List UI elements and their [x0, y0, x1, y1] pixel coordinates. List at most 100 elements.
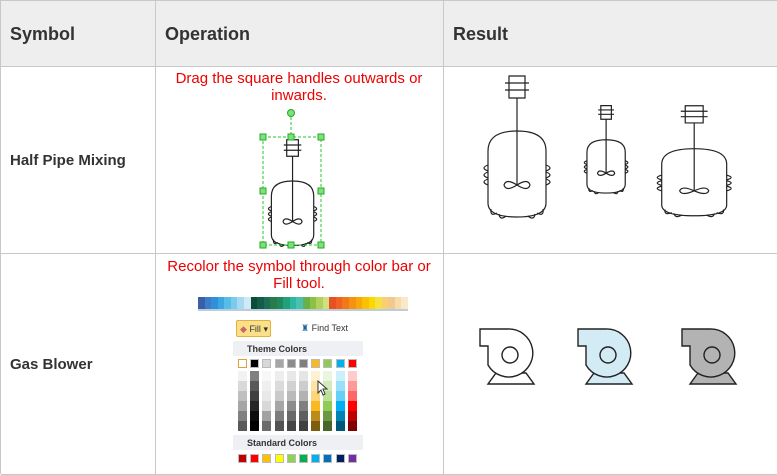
shade-swatch[interactable] [299, 421, 308, 431]
shade-swatch[interactable] [274, 391, 284, 401]
standard-color-swatch[interactable] [323, 454, 333, 463]
shade-swatch[interactable] [286, 411, 296, 421]
color-bar-swatch[interactable] [263, 297, 271, 309]
color-bar-swatch[interactable] [283, 297, 290, 309]
shade-swatch[interactable] [299, 381, 308, 391]
color-bar-swatch[interactable] [368, 297, 376, 309]
theme-color-swatch[interactable] [335, 359, 345, 368]
color-bar-swatch[interactable] [276, 297, 284, 309]
color-bar-swatch[interactable] [237, 297, 244, 309]
theme-color-swatch[interactable] [250, 359, 260, 368]
standard-color-swatch[interactable] [286, 454, 296, 463]
shade-swatch[interactable] [250, 381, 260, 391]
standard-color-swatch[interactable] [299, 454, 308, 463]
standard-color-swatch[interactable] [262, 454, 272, 463]
standard-color-swatch[interactable] [274, 454, 284, 463]
shade-swatch[interactable] [335, 401, 345, 411]
color-bar-swatch[interactable] [322, 297, 330, 309]
theme-color-swatch[interactable] [299, 359, 308, 368]
shade-swatch[interactable] [347, 421, 357, 431]
shade-swatch[interactable] [347, 411, 357, 421]
shade-swatch[interactable] [238, 391, 247, 401]
shade-swatch[interactable] [311, 421, 321, 431]
shade-swatch[interactable] [250, 421, 260, 431]
shade-swatch[interactable] [347, 371, 357, 381]
shade-swatch[interactable] [274, 421, 284, 431]
color-bar-swatch[interactable] [296, 297, 303, 309]
shade-swatch[interactable] [323, 391, 333, 401]
shade-swatch[interactable] [299, 401, 308, 411]
theme-color-swatch[interactable] [323, 359, 333, 368]
shade-swatch[interactable] [238, 381, 247, 391]
fill-button[interactable]: ◆ Fill ▾ [236, 320, 271, 337]
theme-color-swatch[interactable] [274, 359, 284, 368]
color-bar-swatch[interactable] [289, 297, 297, 309]
color-bar-swatch[interactable] [348, 297, 356, 309]
shade-swatch[interactable] [262, 371, 272, 381]
shade-swatch[interactable] [250, 371, 260, 381]
color-bar-swatch[interactable] [329, 297, 336, 309]
shade-swatch[interactable] [286, 371, 296, 381]
color-bar-swatch[interactable] [270, 297, 277, 309]
shade-swatch[interactable] [335, 371, 345, 381]
color-bar-swatch[interactable] [335, 297, 343, 309]
shade-swatch[interactable] [250, 401, 260, 411]
shade-swatch[interactable] [274, 371, 284, 381]
standard-color-swatch[interactable] [311, 454, 321, 463]
standard-color-swatch[interactable] [238, 454, 247, 463]
shade-swatch[interactable] [286, 381, 296, 391]
color-bar-swatch[interactable] [309, 297, 317, 309]
color-bar-swatch[interactable] [224, 297, 231, 309]
color-bar-swatch[interactable] [362, 297, 369, 309]
theme-color-swatch[interactable] [262, 359, 272, 368]
shade-swatch[interactable] [311, 401, 321, 411]
color-bar-swatch[interactable] [204, 297, 212, 309]
shade-swatch[interactable] [299, 391, 308, 401]
resize-handles[interactable] [259, 133, 325, 249]
color-bar-swatch[interactable] [394, 297, 402, 309]
shade-swatch[interactable] [311, 391, 321, 401]
selected-mixer-symbol[interactable] [255, 105, 335, 255]
color-bar-swatch[interactable] [401, 297, 408, 309]
shade-swatch[interactable] [250, 391, 260, 401]
color-bar[interactable] [198, 297, 408, 311]
shade-swatch[interactable] [238, 411, 247, 421]
shade-swatch[interactable] [262, 391, 272, 401]
shade-swatch[interactable] [311, 381, 321, 391]
shade-swatch[interactable] [335, 411, 345, 421]
shade-swatch[interactable] [335, 381, 345, 391]
color-bar-swatch[interactable] [250, 297, 258, 309]
color-bar-swatch[interactable] [342, 297, 349, 309]
color-bar-swatch[interactable] [375, 297, 382, 309]
shade-swatch[interactable] [323, 421, 333, 431]
shade-swatch[interactable] [286, 391, 296, 401]
shade-swatch[interactable] [238, 371, 247, 381]
shade-swatch[interactable] [347, 401, 357, 411]
shade-swatch[interactable] [323, 411, 333, 421]
shade-swatch[interactable] [274, 411, 284, 421]
shade-swatch[interactable] [347, 381, 357, 391]
color-bar-swatch[interactable] [230, 297, 238, 309]
theme-color-swatch[interactable] [347, 359, 357, 368]
shade-swatch[interactable] [238, 421, 247, 431]
shade-swatch[interactable] [347, 391, 357, 401]
theme-color-swatch[interactable] [286, 359, 296, 368]
find-text-button[interactable]: ♜ Find Text [301, 323, 348, 334]
color-bar-swatch[interactable] [303, 297, 310, 309]
color-bar-swatch[interactable] [243, 297, 251, 309]
color-bar-swatch[interactable] [381, 297, 389, 309]
shade-swatch[interactable] [250, 411, 260, 421]
shade-swatch[interactable] [335, 391, 345, 401]
theme-color-swatch[interactable] [238, 359, 247, 368]
color-bar-swatch[interactable] [211, 297, 218, 309]
shade-swatch[interactable] [262, 401, 272, 411]
standard-color-swatch[interactable] [347, 454, 357, 463]
color-bar-swatch[interactable] [198, 297, 205, 309]
standard-color-swatch[interactable] [250, 454, 260, 463]
shade-swatch[interactable] [323, 401, 333, 411]
shade-swatch[interactable] [311, 371, 321, 381]
shade-swatch[interactable] [286, 421, 296, 431]
rotation-handle[interactable] [287, 109, 295, 117]
shade-swatch[interactable] [274, 401, 284, 411]
theme-color-swatch[interactable] [311, 359, 321, 368]
